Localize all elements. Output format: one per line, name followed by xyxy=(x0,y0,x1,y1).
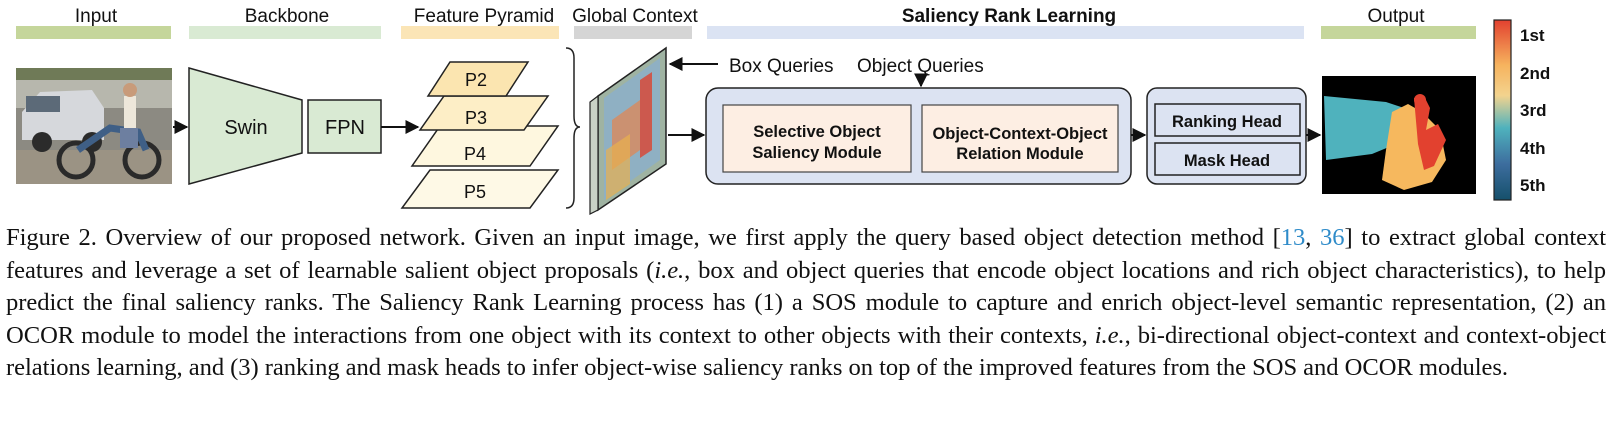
box-queries-label: Box Queries xyxy=(729,56,834,77)
ocor-module-line1: Object-Context-Object xyxy=(932,125,1108,143)
figure-caption: Figure 2. Overview of our proposed netwo… xyxy=(6,222,1606,385)
pyramid-brace xyxy=(565,47,581,209)
rank-label-2nd: 2nd xyxy=(1520,64,1550,83)
global-context-feature-map xyxy=(589,46,667,215)
stage-label-input: Input xyxy=(75,6,118,27)
input-image xyxy=(16,68,172,184)
stage-label-saliency-rank-learning: Saliency Rank Learning xyxy=(902,6,1116,27)
caption-text-2: ] to extract global context features and… xyxy=(6,224,1607,284)
stage-bar-output xyxy=(1321,26,1476,39)
sos-module xyxy=(722,104,912,173)
caption-ie-2: i.e. xyxy=(1094,321,1125,349)
sos-module-line1: Selective Object xyxy=(753,123,881,141)
stage-label-output: Output xyxy=(1367,6,1425,27)
caption-label: Figure 2. xyxy=(6,224,97,251)
ocor-module-line2: Relation Module xyxy=(956,145,1083,163)
swin-block xyxy=(188,67,303,185)
ranking-head xyxy=(1154,103,1301,137)
fpn-label: FPN xyxy=(325,117,365,139)
rank-label-1st: 1st xyxy=(1520,26,1545,45)
pyramid-level-p5 xyxy=(400,169,560,209)
stage-label-feature-pyramid: Feature Pyramid xyxy=(414,6,554,27)
swin-label: Swin xyxy=(224,117,267,139)
ranking-head-label: Ranking Head xyxy=(1172,113,1282,131)
stage-bar-global-context xyxy=(574,26,692,39)
mask-head xyxy=(1154,142,1301,176)
mask-head-label: Mask Head xyxy=(1184,152,1270,170)
caption-text-1: Overview of our proposed network. Given … xyxy=(105,224,1281,251)
pyramid-label-p3: P3 xyxy=(465,108,487,128)
pyramid-label-p4: P4 xyxy=(464,144,486,164)
output-saliency-map xyxy=(1322,76,1476,194)
pyramid-level-p3 xyxy=(418,95,550,131)
rank-colorbar xyxy=(1493,19,1512,201)
rank-label-4th: 4th xyxy=(1520,139,1546,158)
stage-bar-input xyxy=(16,26,171,39)
caption-sep: , xyxy=(1305,224,1321,251)
object-queries-label: Object Queries xyxy=(857,56,984,77)
caption-ie-1: i.e. xyxy=(654,256,685,284)
rank-label-3rd: 3rd xyxy=(1520,101,1546,120)
caption-text-4: , bi-directional object-context and cont… xyxy=(6,321,1606,382)
pyramid-level-p2 xyxy=(426,61,530,97)
citation-36[interactable]: 36 xyxy=(1320,224,1345,251)
stage-bar-backbone xyxy=(189,26,381,39)
caption-text-3: , box and object queries that encode obj… xyxy=(6,256,1607,349)
fpn-block xyxy=(307,99,382,154)
pyramid-label-p5: P5 xyxy=(464,182,486,202)
stage-bar-feature-pyramid xyxy=(401,26,559,39)
pyramid-label-p2: P2 xyxy=(465,70,487,90)
sos-module-line2: Saliency Module xyxy=(752,144,881,162)
feature-pyramid: P5 P4 P3 P2 xyxy=(400,61,560,209)
citation-13[interactable]: 13 xyxy=(1280,224,1306,251)
ocor-module xyxy=(921,104,1119,173)
stage-label-backbone: Backbone xyxy=(245,6,330,27)
rank-label-5th: 5th xyxy=(1520,176,1546,195)
stage-bar-saliency-rank-learning xyxy=(707,26,1304,39)
stage-label-global-context: Global Context xyxy=(572,6,698,27)
